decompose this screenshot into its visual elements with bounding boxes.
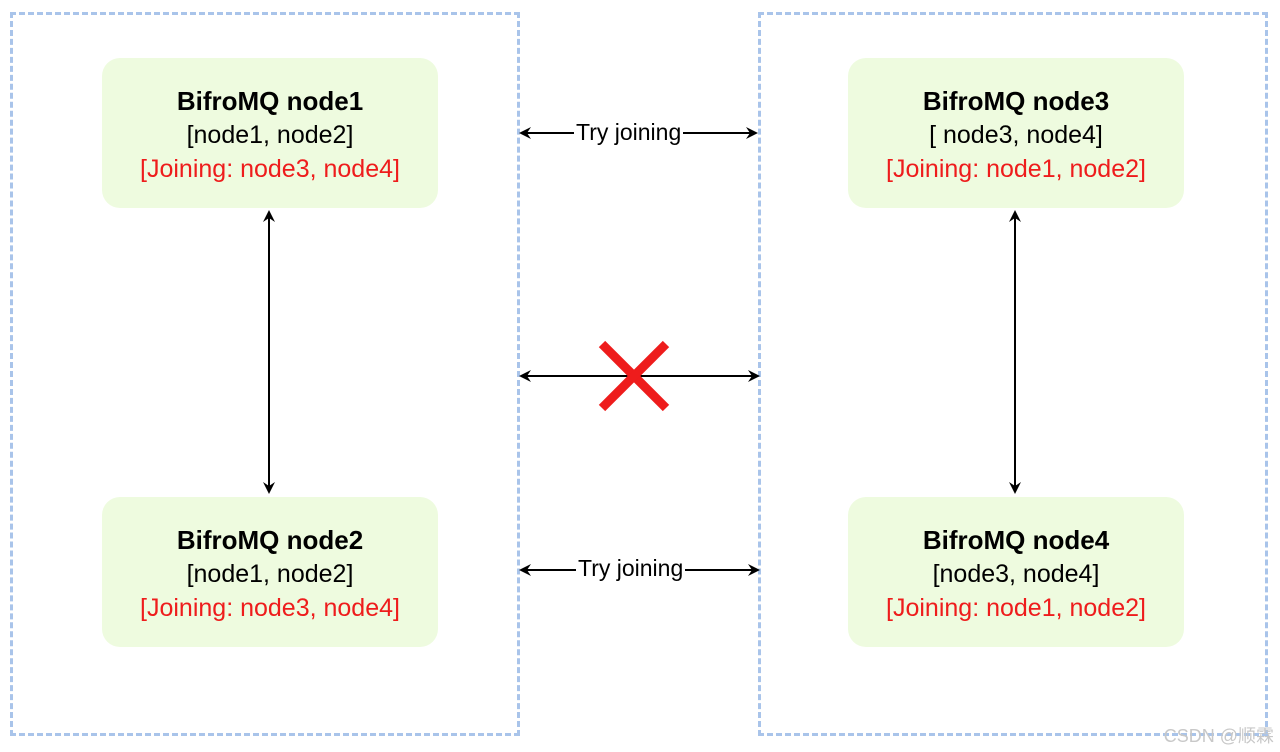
node-members: [node1, node2]: [186, 121, 354, 149]
node-title: BifroMQ node3: [922, 86, 1110, 116]
node-card-node3: BifroMQ node3 [ node3, node4] [Joining: …: [848, 58, 1184, 208]
node-joining: [Joining: node3, node4]: [140, 155, 400, 183]
node-title: BifroMQ node4: [922, 525, 1110, 555]
node-title: BifroMQ node2: [176, 525, 364, 555]
node-members: [node1, node2]: [186, 560, 354, 588]
node-card-node4: BifroMQ node4 [node3, node4] [Joining: n…: [848, 497, 1184, 647]
edge-label-bottom: Try joining: [576, 555, 686, 582]
node-joining: [Joining: node1, node2]: [886, 155, 1146, 183]
node-joining: [Joining: node1, node2]: [886, 594, 1146, 622]
node-title: BifroMQ node1: [176, 86, 364, 116]
node-members: [ node3, node4]: [929, 121, 1103, 149]
edge-label-top: Try joining: [574, 119, 684, 146]
blocked-cross-icon: [598, 340, 670, 412]
node-members: [node3, node4]: [932, 560, 1100, 588]
node-joining: [Joining: node3, node4]: [140, 594, 400, 622]
node-card-node2: BifroMQ node2 [node1, node2] [Joining: n…: [102, 497, 438, 647]
watermark: CSDN @顺霖: [1163, 726, 1274, 746]
cluster-left: [10, 12, 520, 736]
node-card-node1: BifroMQ node1 [node1, node2] [Joining: n…: [102, 58, 438, 208]
